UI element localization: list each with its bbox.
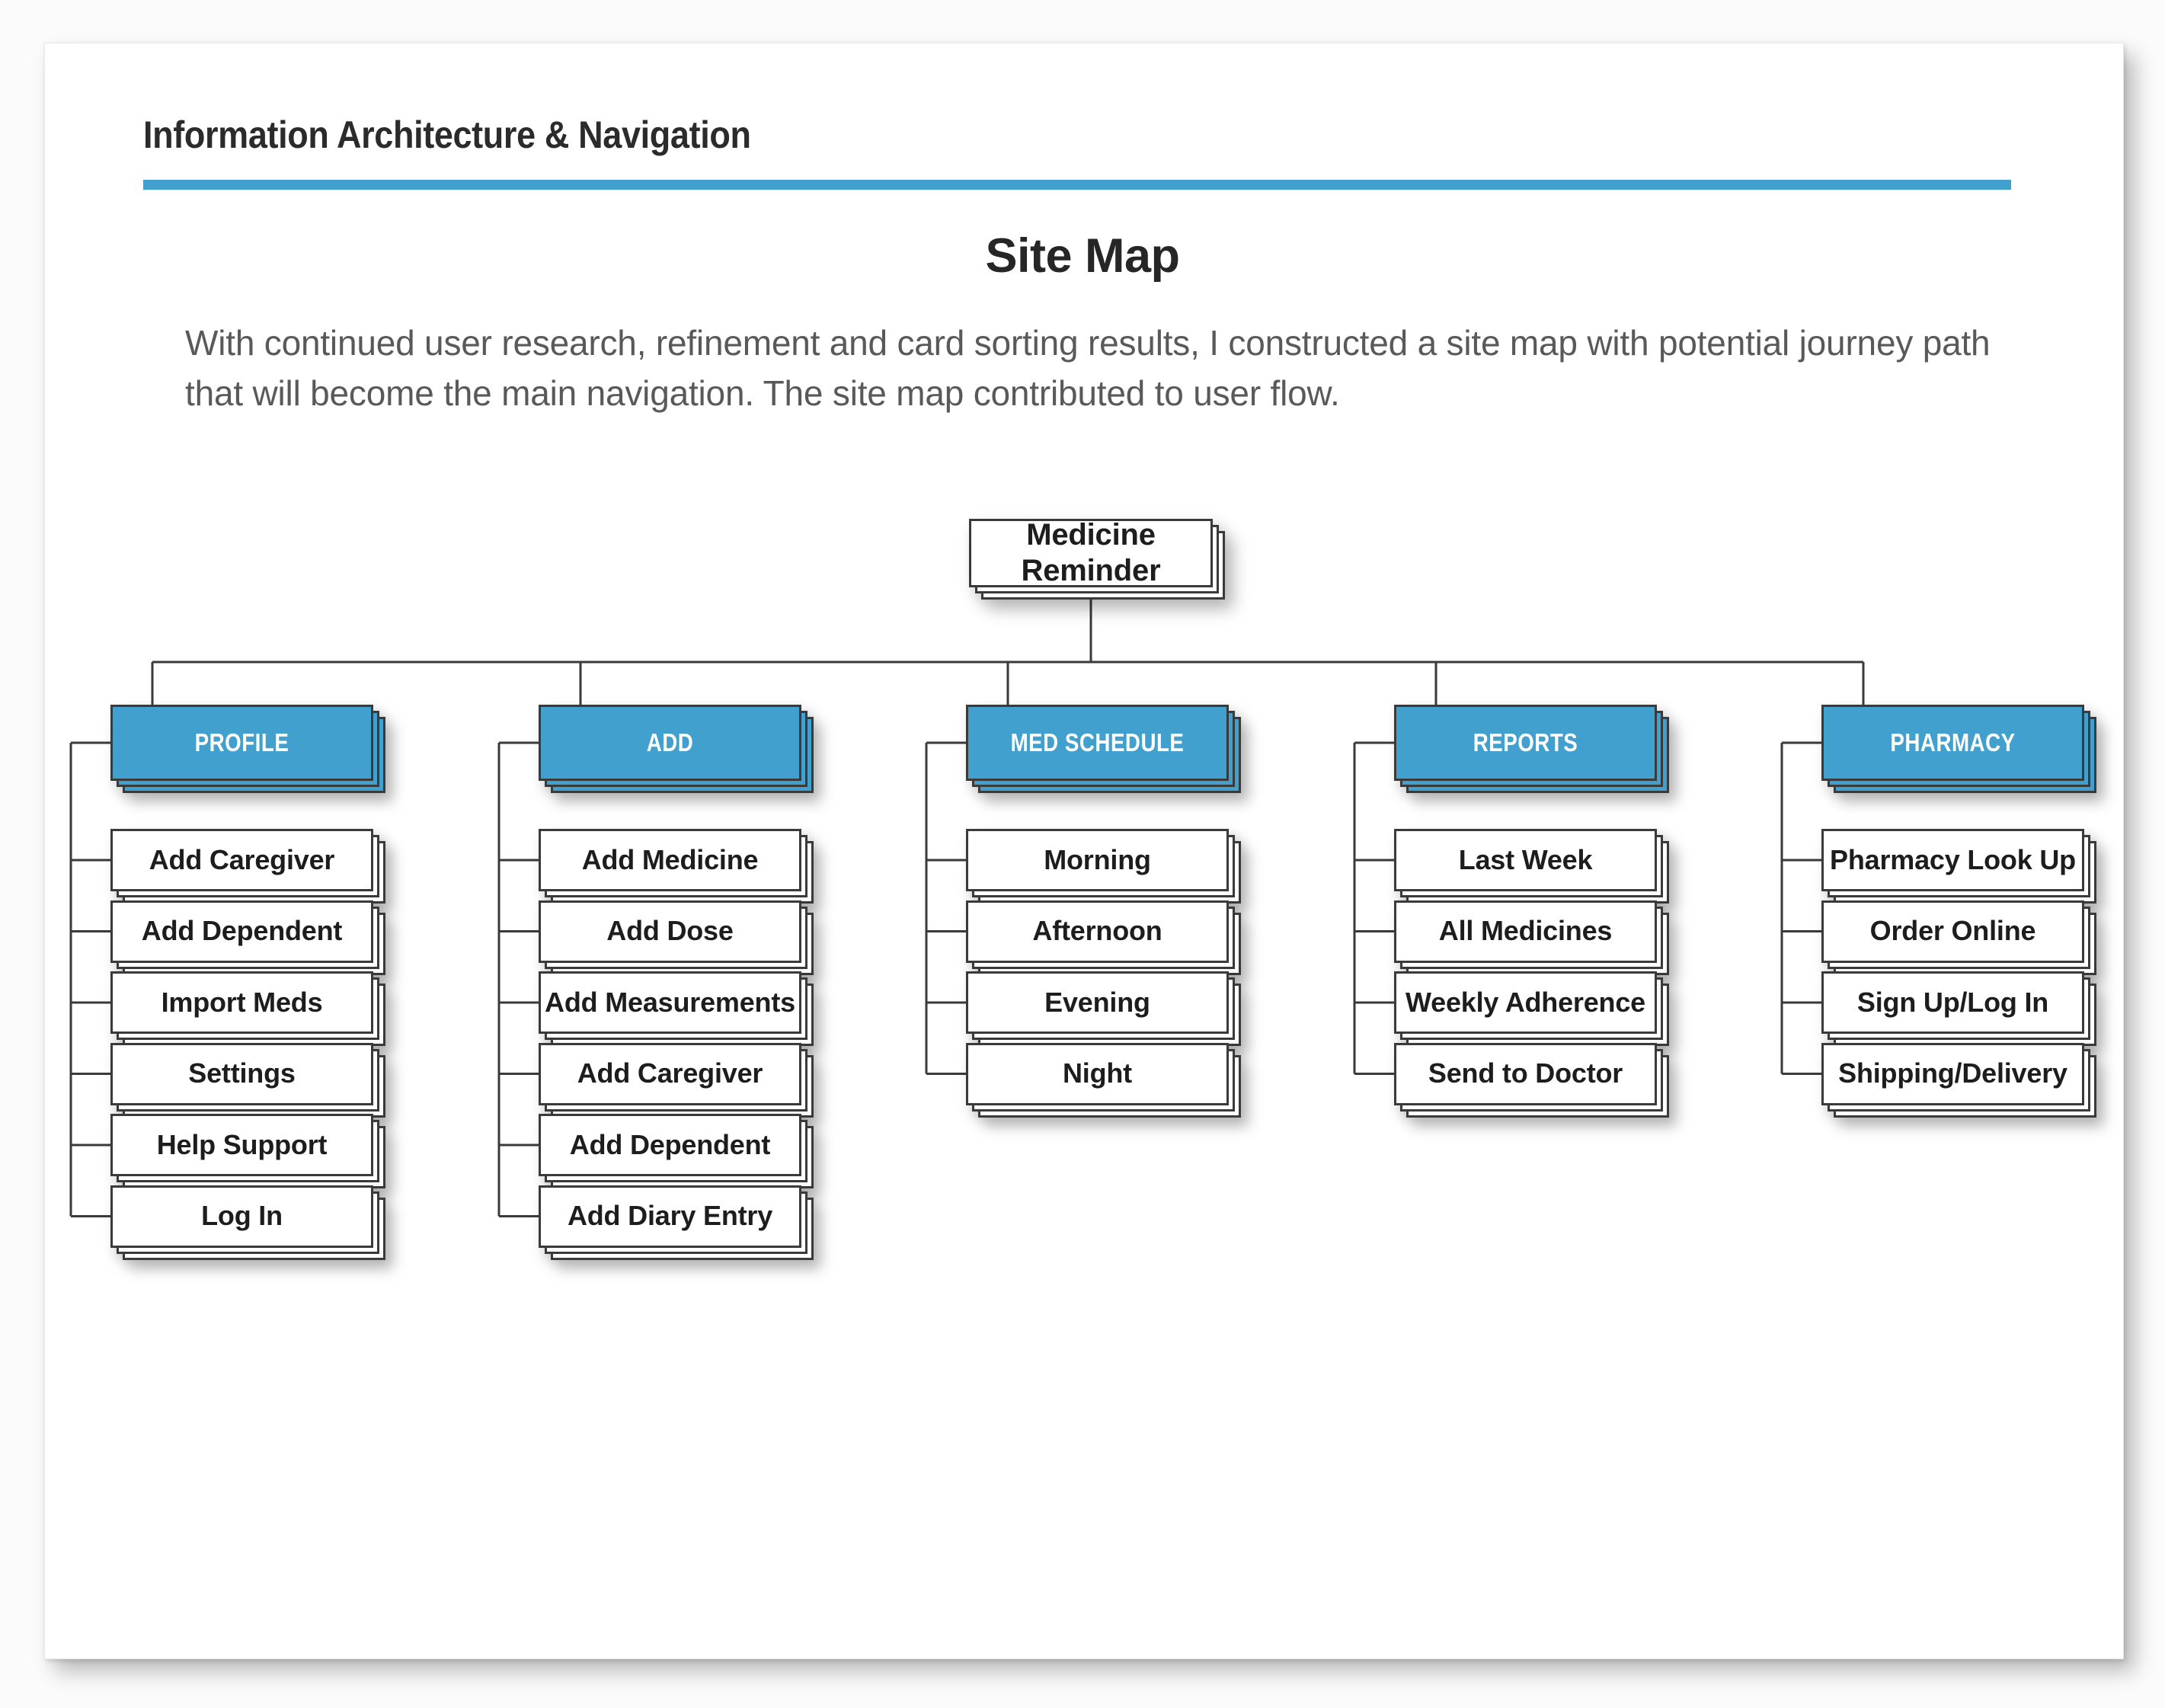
leaf-node-label: Add Caregiver bbox=[577, 1057, 763, 1089]
category-header-label: REPORTS bbox=[1473, 728, 1578, 756]
leaf-node-label: Add Diary Entry bbox=[567, 1200, 773, 1232]
card-layer bbox=[1821, 705, 2084, 781]
leaf-node[interactable]: Afternoon bbox=[966, 900, 1241, 975]
leaf-node-label: Import Meds bbox=[161, 986, 323, 1018]
leaf-node-label: Shipping/Delivery bbox=[1838, 1057, 2067, 1089]
leaf-node-label: Add Medicine bbox=[581, 843, 759, 875]
card-layer bbox=[110, 971, 373, 1034]
leaf-node-label: Afternoon bbox=[1032, 915, 1162, 947]
leaf-node-label: Log In bbox=[201, 1200, 283, 1232]
card-layer bbox=[1821, 829, 2084, 891]
card-layer bbox=[1821, 971, 2084, 1034]
leaf-node[interactable]: Sign Up/Log In bbox=[1821, 971, 2096, 1046]
leaf-node-label: Send to Doctor bbox=[1428, 1057, 1623, 1089]
card-layer bbox=[539, 1185, 801, 1248]
card-layer bbox=[539, 971, 801, 1034]
card-layer bbox=[1394, 705, 1657, 781]
leaf-node-label: Add Measurements bbox=[545, 986, 795, 1018]
card-layer bbox=[539, 1114, 801, 1176]
category-header-profile[interactable]: PROFILE bbox=[110, 705, 385, 793]
card-layer bbox=[1394, 1042, 1657, 1105]
card-layer bbox=[110, 900, 373, 963]
section-kicker: Information Architecture & Navigation bbox=[143, 114, 751, 156]
leaf-node[interactable]: Send to Doctor bbox=[1394, 1042, 1669, 1118]
leaf-node-label: All Medicines bbox=[1438, 915, 1613, 947]
leaf-node[interactable]: Evening bbox=[966, 971, 1241, 1046]
card-layer bbox=[110, 829, 373, 891]
card-layer bbox=[1394, 829, 1657, 891]
leaf-node[interactable]: Last Week bbox=[1394, 829, 1669, 904]
category-header-label: MED SCHEDULE bbox=[1010, 728, 1185, 756]
leaf-node-label: Weekly Adherence bbox=[1405, 986, 1645, 1018]
leaf-node-label: Last Week bbox=[1458, 843, 1593, 875]
header-rule bbox=[143, 180, 2011, 190]
card-layer bbox=[539, 900, 801, 963]
leaf-node[interactable]: Add Dose bbox=[539, 900, 814, 975]
leaf-node[interactable]: All Medicines bbox=[1394, 900, 1669, 975]
card-layer bbox=[966, 829, 1229, 891]
category-header-reports[interactable]: REPORTS bbox=[1394, 705, 1669, 793]
root-node-label: Medicine Reminder bbox=[1021, 517, 1161, 587]
card-layer bbox=[966, 900, 1229, 963]
card-layer bbox=[969, 519, 1213, 587]
card-layer bbox=[539, 829, 801, 891]
card-layer bbox=[110, 1114, 373, 1176]
card-layer bbox=[966, 971, 1229, 1034]
card-layer bbox=[1821, 900, 2084, 963]
leaf-node-label: Settings bbox=[188, 1057, 296, 1089]
card-layer bbox=[539, 1042, 801, 1105]
category-header-med-schedule[interactable]: MED SCHEDULE bbox=[966, 705, 1241, 793]
leaf-node-label: Add Caregiver bbox=[149, 843, 335, 875]
card-layer bbox=[1821, 1042, 2084, 1105]
leaf-node[interactable]: Help Support bbox=[110, 1114, 385, 1188]
leaf-node[interactable]: Add Caregiver bbox=[539, 1042, 814, 1118]
root-node-medicine-reminder[interactable]: Medicine Reminder bbox=[969, 517, 1225, 600]
card-layer bbox=[966, 1042, 1229, 1105]
leaf-node[interactable]: Add Measurements bbox=[539, 971, 814, 1046]
leaf-node[interactable]: Settings bbox=[110, 1042, 385, 1118]
leaf-node[interactable]: Add Caregiver bbox=[110, 829, 385, 904]
leaf-node[interactable]: Pharmacy Look Up bbox=[1821, 829, 2096, 904]
leaf-node[interactable]: Add Diary Entry bbox=[539, 1185, 814, 1260]
leaf-node[interactable]: Night bbox=[966, 1042, 1241, 1118]
category-header-label: ADD bbox=[646, 728, 694, 756]
leaf-node-label: Pharmacy Look Up bbox=[1830, 843, 2076, 875]
leaf-node-label: Night bbox=[1063, 1057, 1132, 1089]
category-header-pharmacy[interactable]: PHARMACY bbox=[1821, 705, 2096, 793]
leaf-node-label: Add Dependent bbox=[569, 1128, 771, 1160]
card-layer bbox=[110, 705, 373, 781]
leaf-node-label: Add Dose bbox=[606, 915, 734, 947]
leaf-node[interactable]: Log In bbox=[110, 1185, 385, 1260]
card-layer bbox=[1394, 900, 1657, 963]
leaf-node-label: Add Dependent bbox=[141, 915, 343, 947]
category-header-add[interactable]: ADD bbox=[539, 705, 814, 793]
category-header-label: PROFILE bbox=[194, 728, 289, 756]
leaf-node[interactable]: Import Meds bbox=[110, 971, 385, 1046]
card-layer bbox=[966, 705, 1229, 781]
category-header-label: PHARMACY bbox=[1890, 728, 2016, 756]
leaf-node-label: Evening bbox=[1044, 986, 1150, 1018]
card-layer bbox=[110, 1042, 373, 1105]
leaf-node[interactable]: Morning bbox=[966, 829, 1241, 904]
leaf-node[interactable]: Shipping/Delivery bbox=[1821, 1042, 2096, 1118]
leaf-node-label: Order Online bbox=[1869, 915, 2036, 947]
leaf-node-label: Sign Up/Log In bbox=[1856, 986, 2049, 1018]
leaf-node-label: Help Support bbox=[156, 1128, 328, 1160]
card-layer bbox=[110, 1185, 373, 1248]
leaf-node[interactable]: Weekly Adherence bbox=[1394, 971, 1669, 1046]
leaf-node[interactable]: Add Dependent bbox=[110, 900, 385, 975]
card-layer bbox=[1394, 971, 1657, 1034]
card-layer bbox=[539, 705, 801, 781]
leaf-node[interactable]: Add Dependent bbox=[539, 1114, 814, 1188]
page-title: Site Map bbox=[985, 229, 1180, 283]
leaf-node-label: Morning bbox=[1044, 843, 1151, 875]
leaf-node[interactable]: Order Online bbox=[1821, 900, 2096, 975]
leaf-node[interactable]: Add Medicine bbox=[539, 829, 814, 904]
page-description: With continued user research, refinement… bbox=[185, 323, 1991, 413]
